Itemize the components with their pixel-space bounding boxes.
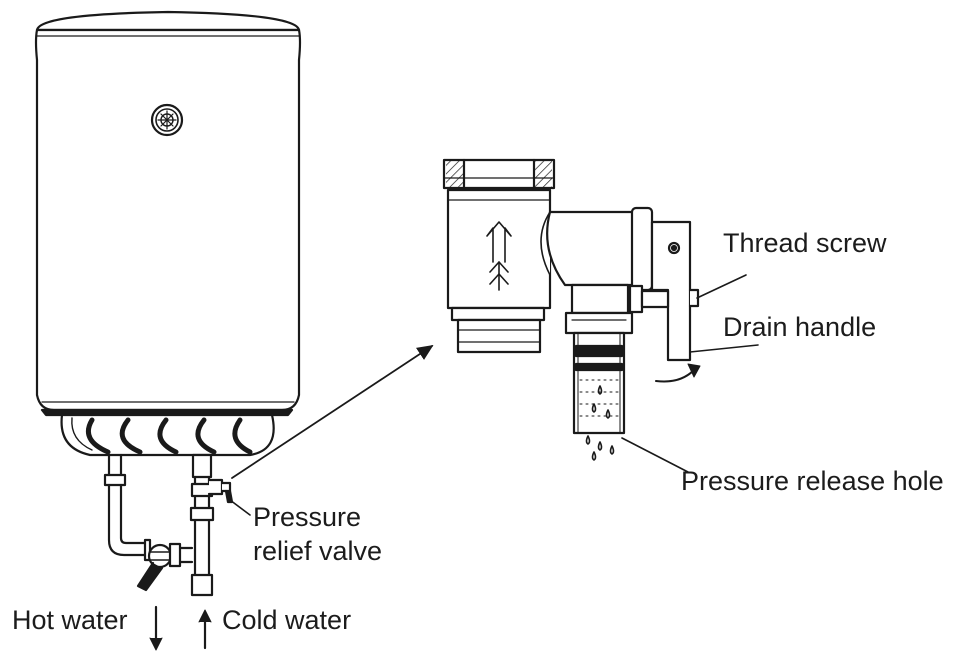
thread-screw-leader	[696, 274, 747, 299]
temperature-dial-icon	[150, 103, 184, 137]
hot-water-pipe	[103, 453, 194, 592]
pressure-release-hole-leader	[621, 437, 689, 473]
enlarged-pressure-relief-valve	[442, 158, 701, 461]
hot-water-flow-arrow	[149, 605, 163, 651]
tank-bottom-band	[40, 408, 294, 417]
thread-screw-label: Thread screw	[723, 228, 887, 258]
tank-top-cap	[35, 10, 301, 32]
pressure-relief-valve-label-line1: Pressure	[253, 502, 362, 532]
drain-handle-leader	[689, 344, 759, 353]
cold-water-pipe	[189, 453, 234, 597]
flow-direction-arrow-icon	[486, 221, 512, 291]
hot-water-label: Hot water	[12, 605, 128, 635]
cold-water-label: Cold water	[222, 605, 352, 635]
relief-valve-small	[207, 478, 234, 504]
tank-body	[34, 28, 302, 412]
cold-water-flow-arrow	[198, 609, 212, 650]
drain-handle-label: Drain handle	[723, 312, 877, 342]
pressure-relief-valve-label-line2: relief valve	[253, 536, 383, 566]
ball-valve-lever	[136, 561, 164, 592]
pressure-relief-valve-leader	[229, 499, 251, 516]
tank-bottom-cover	[60, 413, 275, 457]
rotation-direction-arrow-icon	[655, 369, 695, 383]
valve-zoom-callout-arrow	[231, 345, 434, 479]
water-heater-tank	[34, 10, 302, 457]
water-droplets-icon	[585, 385, 615, 461]
pressure-release-hole-label: Pressure release hole	[681, 466, 944, 496]
